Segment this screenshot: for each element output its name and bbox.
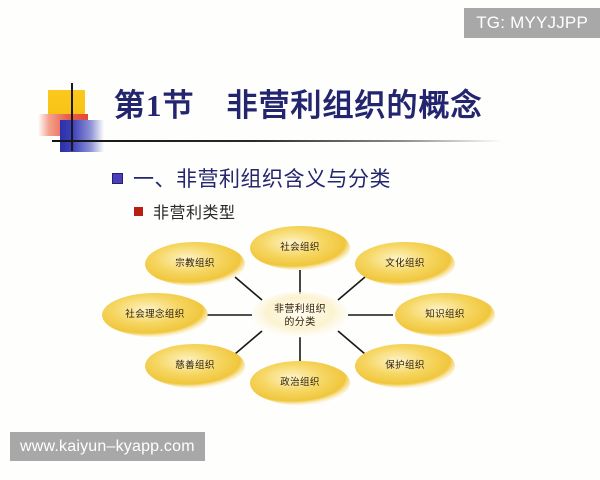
bullet-level2: 非营利类型 bbox=[134, 199, 236, 223]
diagram-node-right: 知识组织 bbox=[395, 293, 495, 337]
diagram-center-node: 非营利组织 的分类 bbox=[252, 292, 348, 338]
diagram-node-label: 社会组织 bbox=[280, 241, 320, 253]
diagram-node-left: 社会理念组织 bbox=[102, 293, 208, 337]
diagram-node-label: 慈善组织 bbox=[175, 359, 215, 371]
watermark-bottom-left: www.kaiyun–kyapp.com bbox=[10, 432, 205, 461]
decoration-vertical-line bbox=[71, 83, 73, 151]
square-bullet-icon bbox=[112, 172, 123, 184]
slide-title-block: 第1节 非营利组织的概念 bbox=[0, 78, 600, 152]
diagram-node-bottom-right: 保护组织 bbox=[355, 344, 455, 388]
diagram-node-label: 保护组织 bbox=[385, 359, 425, 371]
spoke-top-left bbox=[234, 276, 263, 301]
diagram-node-top-right: 文化组织 bbox=[355, 242, 455, 286]
spoke-bottom-right bbox=[337, 330, 366, 355]
diagram-node-label: 文化组织 bbox=[385, 257, 425, 269]
decoration-blue-square bbox=[60, 120, 104, 152]
diagram-nodes: 社会组织 文化组织 知识组织 保护组织 政治组织 bbox=[102, 226, 495, 405]
bullet-level1-label: 一、非营利组织含义与分类 bbox=[133, 167, 391, 191]
bullet-level2-label: 非营利类型 bbox=[153, 205, 236, 222]
page-title: 第1节 非营利组织的概念 bbox=[114, 88, 483, 123]
diagram-node-top-left: 宗教组织 bbox=[145, 242, 245, 286]
diagram-center-label-line2: 的分类 bbox=[284, 315, 315, 328]
bullet-level1: 一、非营利组织含义与分类 bbox=[112, 163, 391, 193]
square-bullet-icon bbox=[134, 206, 143, 216]
diagram-node-label: 社会理念组织 bbox=[125, 308, 184, 320]
diagram-center-label-line1: 非营利组织 bbox=[274, 302, 326, 315]
diagram-node-top: 社会组织 bbox=[250, 226, 350, 270]
spoke-bottom-left bbox=[234, 330, 263, 355]
decoration-horizontal-rule bbox=[52, 140, 502, 142]
diagram-node-bottom: 政治组织 bbox=[250, 361, 350, 405]
diagram-node-label: 知识组织 bbox=[425, 308, 465, 320]
diagram-node-label: 宗教组织 bbox=[175, 257, 215, 269]
classification-diagram: 社会组织 文化组织 知识组织 保护组织 政治组织 bbox=[100, 222, 500, 407]
watermark-top-right: TG: MYYJJPP bbox=[464, 8, 600, 38]
spoke-top-right bbox=[337, 276, 366, 301]
diagram-node-bottom-left: 慈善组织 bbox=[145, 344, 245, 388]
diagram-spokes bbox=[207, 270, 393, 362]
diagram-node-label: 政治组织 bbox=[280, 376, 320, 388]
